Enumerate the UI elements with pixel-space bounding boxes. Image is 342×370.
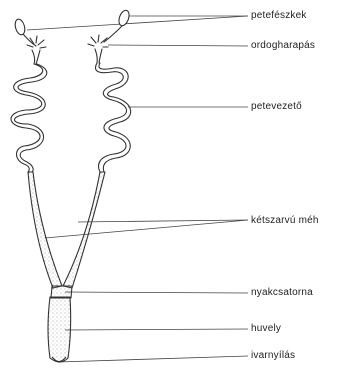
- leader-vagina: [65, 329, 248, 330]
- leader-uterus-left: [45, 220, 248, 238]
- vagina: [48, 297, 71, 362]
- label-oviduct: petevezető: [251, 101, 302, 113]
- leader-ovaries-left: [27, 16, 248, 30]
- label-ovaries: petefészkek: [251, 10, 307, 22]
- left-uterine-horn: [28, 172, 62, 288]
- leader-uterus-right: [78, 220, 248, 222]
- cervix: [51, 286, 72, 298]
- left-ovary: [14, 18, 27, 36]
- label-fimbriae: ordogharapás: [251, 40, 315, 52]
- leader-fimbriae: [108, 45, 248, 46]
- leader-cervix: [65, 292, 248, 293]
- label-cervix: nyakcsatorna: [251, 287, 313, 299]
- leader-vulva: [58, 356, 248, 362]
- right-ovary-ligament: [104, 26, 122, 42]
- right-oviduct-outer: [95, 63, 126, 172]
- label-vulva: ivarnyílás: [251, 350, 295, 362]
- label-vagina: huvely: [251, 323, 281, 335]
- right-uterine-horn: [63, 172, 105, 288]
- right-fimbriae: [88, 35, 108, 63]
- left-fimbriae: [27, 36, 46, 64]
- label-uterus: kétszarvú méh: [251, 215, 319, 227]
- right-oviduct-inner: [99, 63, 131, 172]
